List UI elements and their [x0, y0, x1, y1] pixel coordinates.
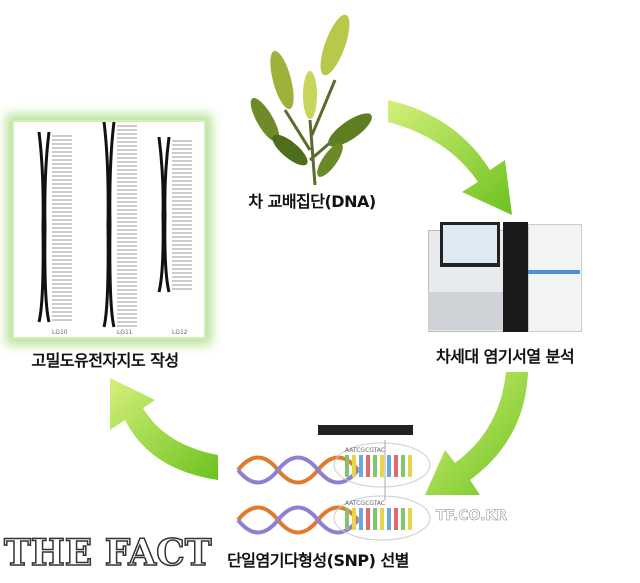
arrow-plant-to-sequencer — [388, 100, 512, 215]
chromosome-LG11 — [102, 122, 116, 328]
sequence-bar — [387, 508, 391, 530]
sequence-bar — [408, 455, 412, 477]
sequence-bar — [359, 455, 363, 477]
sequence-bar — [345, 508, 349, 530]
sequence-bar — [373, 455, 377, 477]
sequence-bar — [394, 508, 398, 530]
linkage-group-label: LG10 — [52, 329, 68, 336]
sequence-text: AATCGCGTAC — [345, 447, 385, 454]
dna-helix-icon: AATCGCGTAC AATCGCGTAC — [236, 425, 431, 541]
chromosome-LG12 — [157, 136, 171, 293]
sequence-bar — [352, 455, 356, 477]
sequence-bar — [408, 508, 412, 530]
sequence-bar — [352, 508, 356, 530]
genetic-map-image: LG10 LG11 LG12 — [12, 120, 206, 339]
sequence-bar — [401, 508, 405, 530]
linkage-group-label: LG12 — [172, 329, 188, 336]
sequence-bar — [401, 455, 405, 477]
arrow-snp-to-map — [110, 378, 218, 480]
sequence-bar — [373, 508, 377, 530]
sequence-bar — [394, 455, 398, 477]
label-snp-selection: 단일염기다형성(SNP) 선별 — [227, 551, 409, 570]
arrow-sequencer-to-snp — [425, 372, 528, 495]
linkage-group-label: LG11 — [117, 329, 133, 336]
chromosome-LG10 — [37, 131, 51, 323]
sequence-bar — [387, 455, 391, 477]
sequence-bar — [380, 508, 384, 530]
sequence-bar — [366, 508, 370, 530]
watermark-main: THE FACT — [3, 531, 212, 575]
watermark-sub: TF.CO.KR — [436, 508, 508, 525]
sequence-bar — [380, 455, 384, 477]
sequencer-machine-icon — [428, 222, 582, 334]
label-ngs-analysis: 차세대 염기서열 분석 — [435, 347, 575, 366]
sequence-bar — [345, 455, 349, 477]
sequence-bar — [366, 455, 370, 477]
sequence-bar — [359, 508, 363, 530]
tea-plant-icon — [250, 14, 372, 186]
label-tea-population: 차 교배집단(DNA) — [248, 192, 376, 211]
label-genetic-map: 고밀도유전자지도 작성 — [31, 351, 179, 370]
sequence-text: AATCGCGTAC — [345, 500, 385, 507]
